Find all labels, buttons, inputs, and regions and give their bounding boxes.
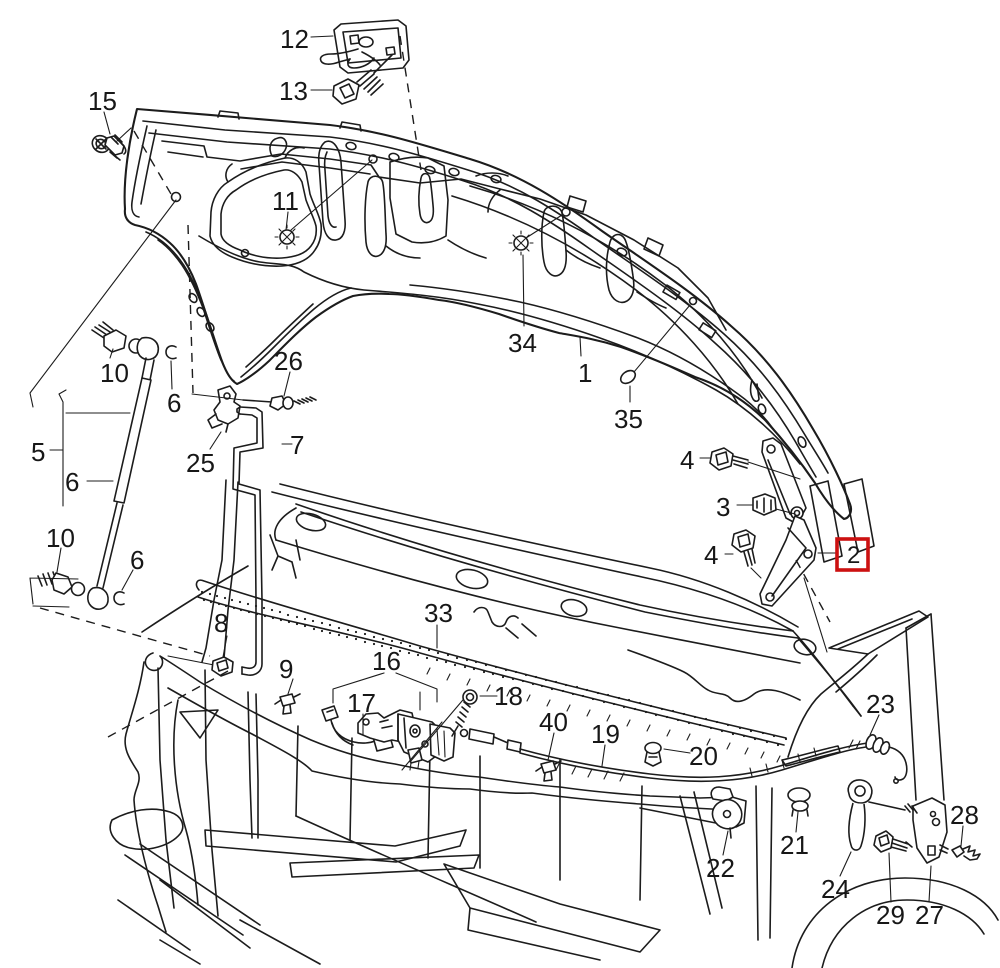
svg-text:17: 17 (347, 688, 376, 718)
svg-text:35: 35 (614, 404, 643, 434)
svg-text:18: 18 (494, 681, 523, 711)
svg-text:26: 26 (274, 346, 303, 376)
svg-text:33: 33 (424, 598, 453, 628)
svg-text:3: 3 (716, 492, 730, 522)
svg-text:4: 4 (704, 540, 718, 570)
svg-text:13: 13 (279, 76, 308, 106)
svg-text:22: 22 (706, 853, 735, 883)
svg-text:6: 6 (130, 545, 144, 575)
svg-text:40: 40 (539, 707, 568, 737)
svg-text:12: 12 (280, 24, 309, 54)
svg-text:16: 16 (372, 646, 401, 676)
svg-text:10: 10 (46, 523, 75, 553)
svg-text:15: 15 (88, 86, 117, 116)
svg-text:6: 6 (167, 388, 181, 418)
svg-text:9: 9 (279, 654, 293, 684)
svg-text:27: 27 (915, 900, 944, 930)
svg-text:34: 34 (508, 328, 537, 358)
svg-text:8: 8 (214, 608, 228, 638)
svg-text:29: 29 (876, 900, 905, 930)
svg-text:1: 1 (578, 358, 592, 388)
svg-text:20: 20 (689, 741, 718, 771)
svg-text:10: 10 (100, 358, 129, 388)
svg-text:11: 11 (272, 186, 299, 216)
svg-text:25: 25 (186, 448, 215, 478)
svg-text:23: 23 (866, 689, 895, 719)
svg-text:28: 28 (950, 800, 979, 830)
svg-text:7: 7 (290, 430, 304, 460)
svg-text:24: 24 (821, 874, 850, 904)
svg-text:19: 19 (591, 719, 620, 749)
svg-text:5: 5 (31, 437, 45, 467)
svg-text:6: 6 (65, 467, 79, 497)
svg-text:4: 4 (680, 445, 694, 475)
svg-text:2: 2 (847, 542, 860, 569)
svg-text:21: 21 (780, 830, 809, 860)
